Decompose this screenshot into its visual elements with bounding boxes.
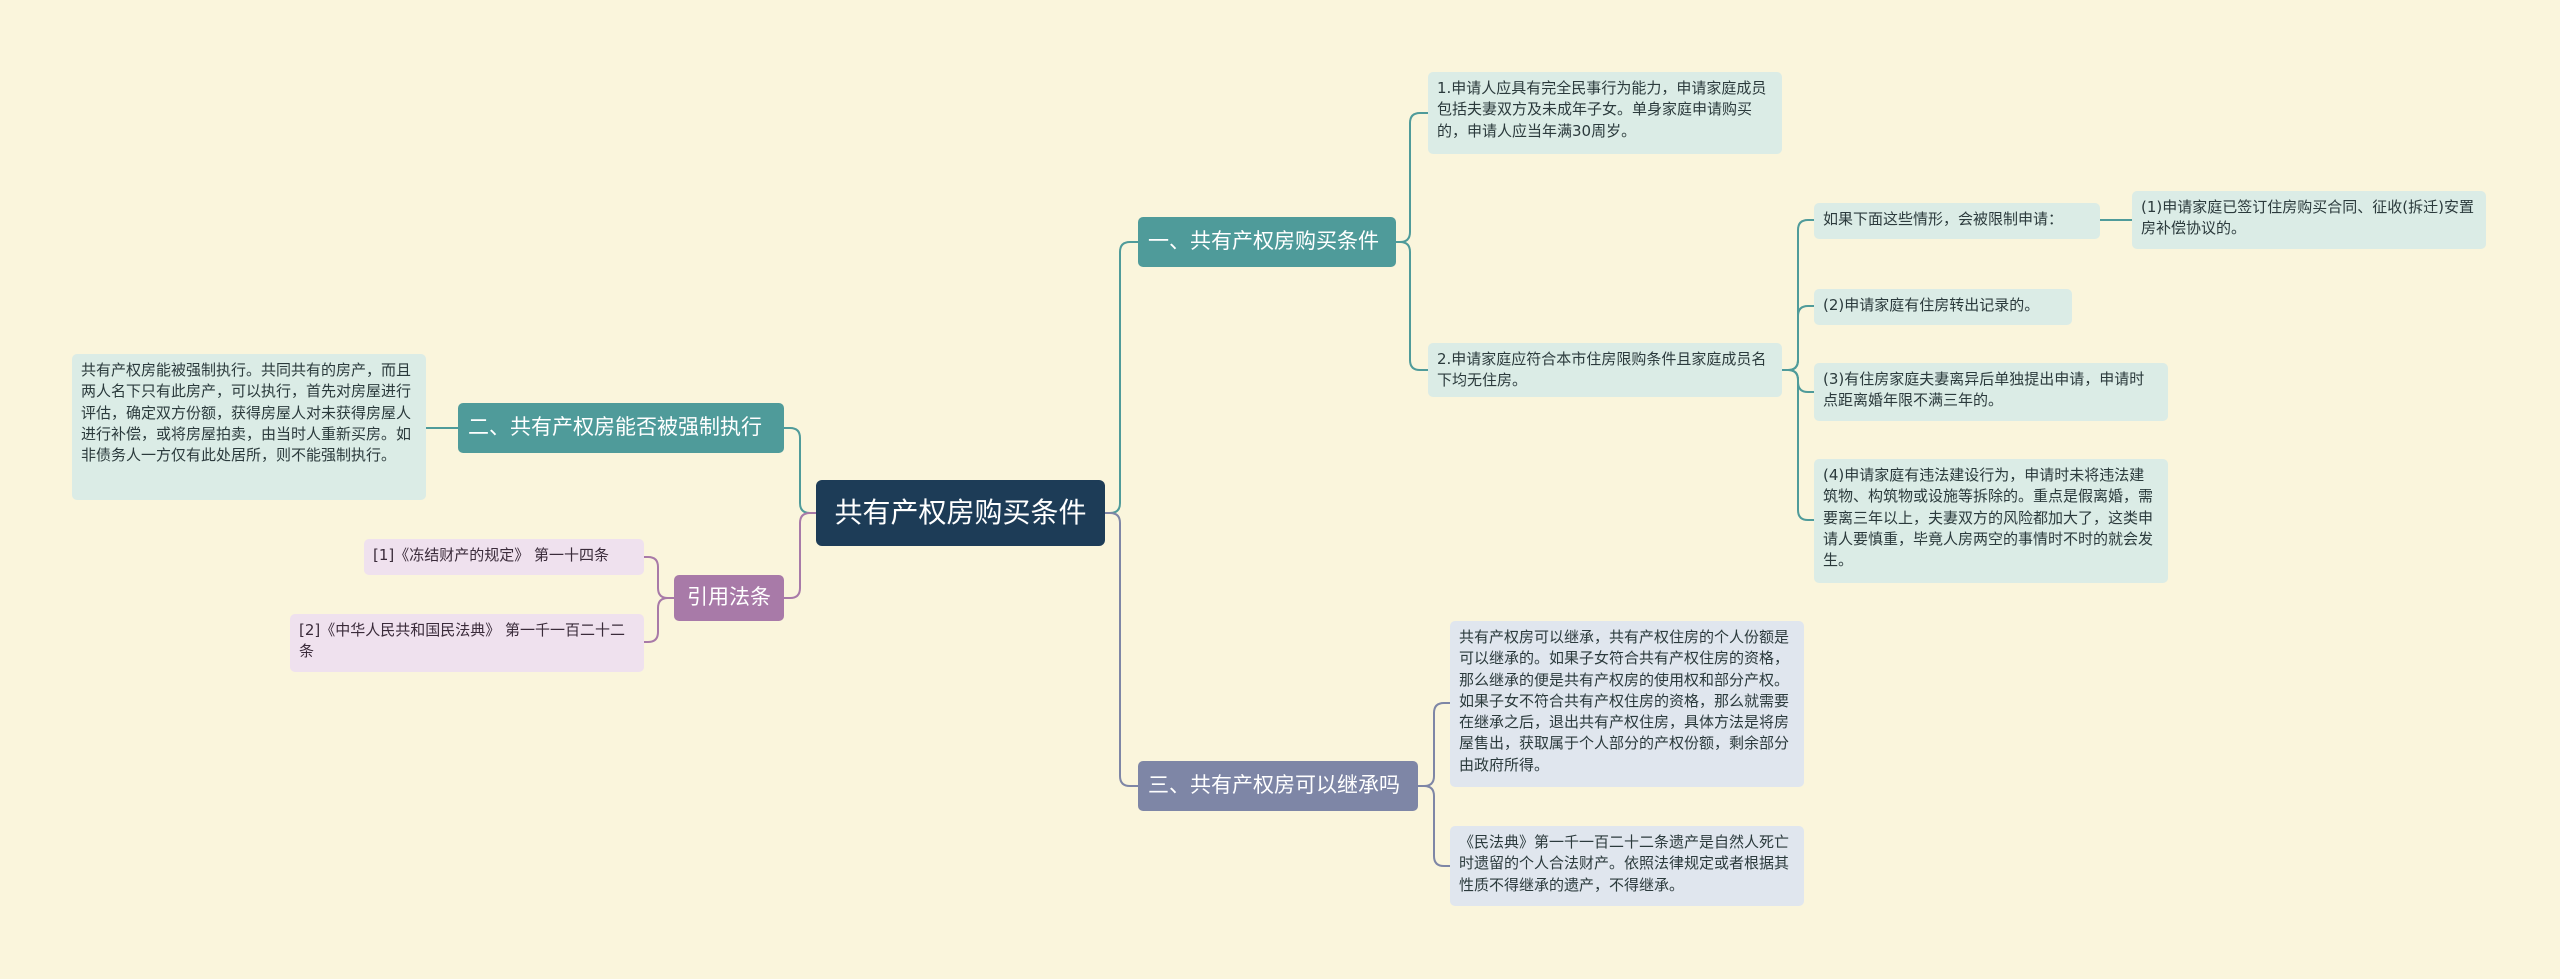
restriction-2[interactable]: (2)申请家庭有住房转出记录的。 [1814,289,2072,325]
link-references-ref2 [644,597,674,643]
condition-item-1[interactable]: 1.申请人应具有完全民事行为能力，申请家庭成员包括夫妻双方及未成年子女。单身家庭… [1428,72,1782,154]
references-node[interactable]: 引用法条 [674,575,784,621]
inheritance-text-2[interactable]: 《民法典》第一千一百二十二条遗产是自然人死亡时遗留的个人合法财产。依照法律规定或… [1450,826,1804,906]
branch-enforcement[interactable]: 二、共有产权房能否被强制执行 [458,403,784,453]
link-root-branch3 [1105,512,1138,787]
restriction-4[interactable]: (4)申请家庭有违法建设行为，申请时未将违法建筑物、构筑物或设施等拆除的。重点是… [1814,459,2168,583]
link-item2-restriction2 [1782,305,1814,371]
condition-item-2[interactable]: 2.申请家庭应符合本市住房限购条件且家庭成员名下均无住房。 [1428,343,1782,397]
branch-purchase-conditions[interactable]: 一、共有产权房购买条件 [1138,217,1396,267]
root-node[interactable]: 共有产权房购买条件 [816,480,1105,546]
link-references-ref1 [644,556,674,599]
link-root-branch2 [784,427,816,514]
reference-2[interactable]: [2]《中华人民共和国民法典》 第一千一百二十二条 [290,614,644,672]
link-branch3-text1 [1418,702,1450,787]
branch-inheritance[interactable]: 三、共有产权房可以继承吗 [1138,761,1418,811]
link-branch3-text2 [1418,785,1450,867]
enforcement-text[interactable]: 共有产权房能被强制执行。共同共有的房产，而且两人名下只有此房产，可以执行，首先对… [72,354,426,500]
link-branch1-item2 [1396,241,1428,371]
inheritance-text-1[interactable]: 共有产权房可以继承，共有产权住房的个人份额是可以继承的。如果子女符合共有产权住房… [1450,621,1804,787]
link-item2-restriction4 [1782,369,1814,521]
restriction-1[interactable]: (1)申请家庭已签订住房购买合同、征收(拆迁)安置房补偿协议的。 [2132,191,2486,249]
link-root-branch1 [1105,241,1138,514]
reference-1[interactable]: [1]《冻结财产的规定》 第一十四条 [364,539,644,575]
restriction-title[interactable]: 如果下面这些情形，会被限制申请： [1814,203,2100,239]
link-branch1-item1 [1396,112,1428,243]
restriction-3[interactable]: (3)有住房家庭夫妻离异后单独提出申请，申请时点距离婚年限不满三年的。 [1814,363,2168,421]
link-root-references [784,512,816,599]
